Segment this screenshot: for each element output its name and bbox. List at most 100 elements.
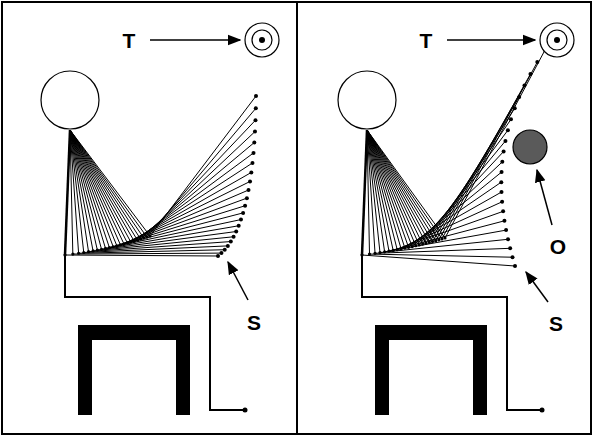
hand-dot (502, 219, 506, 223)
elbow-dot (115, 244, 118, 247)
hand-dot (253, 130, 257, 134)
leader-arrow (228, 262, 248, 300)
arm-strobe (360, 48, 547, 268)
elbow-dot (104, 247, 107, 250)
hand-dot (528, 72, 532, 76)
upper-arm-trace (70, 130, 113, 247)
elbow-dot (437, 238, 440, 241)
hand-dot (241, 211, 245, 215)
hand-dot (237, 224, 241, 228)
elbow-dot (399, 247, 402, 250)
elbow-dot (414, 244, 417, 247)
hand-dot (508, 246, 512, 250)
elbow-dot (407, 246, 410, 249)
forearm-trace (362, 255, 515, 266)
target-ring (245, 23, 279, 57)
hand-dot (499, 180, 503, 184)
upper-arm-trace (367, 130, 445, 238)
upper-arm-trace (70, 130, 131, 242)
elbow-dot (373, 252, 376, 255)
hand-dot (254, 106, 258, 110)
arm-strobe (63, 94, 258, 258)
elbow-dot (428, 241, 431, 244)
forearm-trace (89, 242, 231, 252)
hand-dot (499, 190, 503, 194)
elbow-dot (112, 245, 115, 248)
forearm-trace (65, 255, 218, 256)
hand-dot (503, 139, 507, 143)
elbow-dot (133, 240, 136, 243)
hand-dot (245, 196, 249, 200)
trunk (65, 130, 70, 255)
elbow-dot (368, 252, 371, 255)
elbow-dot (77, 252, 80, 255)
hand-dot (248, 179, 252, 183)
elbow-dot (129, 241, 132, 244)
elbow-dot (100, 248, 103, 251)
obstacle (513, 130, 547, 164)
chair (375, 325, 487, 415)
elbow-dot (383, 250, 386, 253)
callout-letter: T (123, 30, 136, 51)
hand-dot (522, 84, 526, 88)
hand-dot (500, 160, 504, 164)
target-ring (540, 23, 574, 57)
hand-dot (252, 141, 256, 145)
hand-dot (535, 60, 539, 64)
leader-arrow (537, 170, 552, 225)
elbow-dot (148, 234, 151, 237)
elbow-dot (403, 247, 406, 250)
elbow-dot (392, 249, 395, 252)
upper-arm-trace (70, 130, 127, 243)
forearm-trace (113, 206, 245, 247)
upper-arm-trace (367, 130, 419, 245)
right-panel (338, 23, 574, 415)
hand-dot (249, 170, 253, 174)
leader-arrow (526, 272, 548, 302)
target-ring (252, 30, 272, 50)
foot-dot (243, 408, 248, 413)
elbow-dot (440, 237, 443, 240)
target-ring (547, 30, 567, 50)
elbow-dot (126, 241, 129, 244)
elbow-dot (424, 242, 427, 245)
head (338, 71, 396, 129)
elbow-dot (145, 235, 148, 238)
elbow-dot (396, 248, 399, 251)
elbow-dot (418, 243, 421, 246)
hand-dot (506, 128, 510, 132)
trunk (362, 130, 367, 255)
forearm-trace (412, 162, 502, 247)
hand-dot (506, 237, 510, 241)
elbow-dot (87, 250, 90, 253)
upper-arm-trace (70, 130, 102, 249)
hand-dot (501, 209, 505, 213)
leader-arrow (447, 39, 535, 41)
elbow-dot (108, 246, 111, 249)
forearm-trace (97, 232, 236, 251)
upper-arm-trace (70, 130, 124, 244)
elbow-dot (122, 242, 125, 245)
hand-dot (251, 151, 255, 155)
callout-letter: S (247, 312, 261, 333)
foot-dot (540, 408, 545, 413)
elbow-dot (411, 245, 414, 248)
hand-dot (254, 94, 258, 98)
upper-arm-trace (70, 130, 150, 236)
hand-dot (234, 230, 238, 234)
elbow-dot (82, 251, 85, 254)
chair (78, 325, 190, 415)
hand-dot (239, 218, 243, 222)
elbow-dot (96, 249, 99, 252)
upper-arm-trace (362, 130, 367, 255)
callout-letter: T (420, 30, 433, 51)
hand-dot (250, 161, 254, 165)
hand-dot (500, 200, 504, 204)
elbow-dot (421, 243, 424, 246)
forearm-trace (419, 141, 505, 245)
hand-dot (226, 244, 230, 248)
hand-dot (219, 251, 223, 255)
hand-dot (500, 170, 504, 174)
